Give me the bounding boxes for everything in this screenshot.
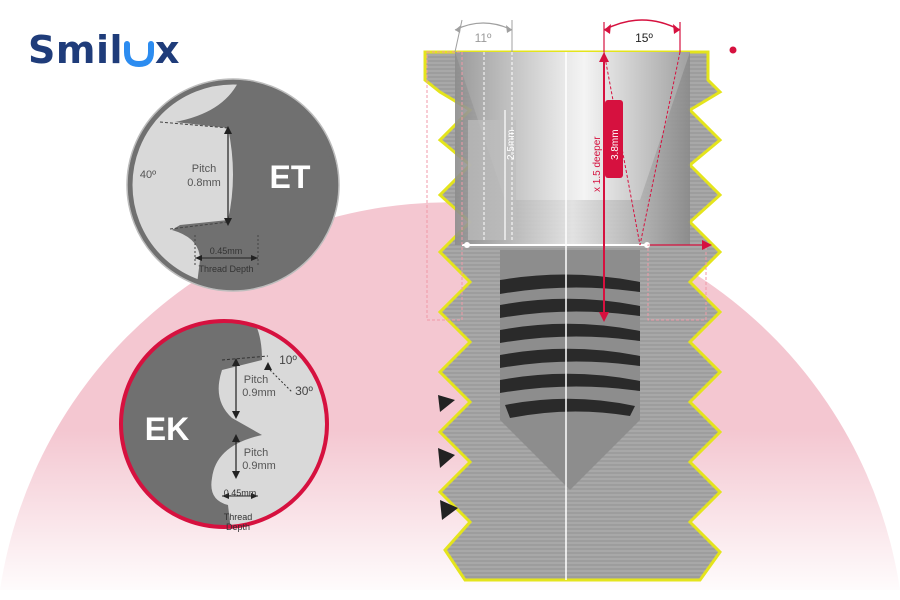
et-pitch-value: 0.8mm [187, 177, 221, 189]
smile-u-icon [124, 41, 155, 68]
brand-name-right: x [155, 28, 181, 72]
right-angle-annotation: 15º 3.8mm x 1.5 deeper [592, 19, 737, 322]
et-depth-value: 0.45mm [210, 246, 243, 256]
red-dot-marker [729, 46, 737, 54]
ek-pitch-label-2: Pitch [244, 447, 268, 459]
left-angle-annotation: 11º 2.5mm [454, 19, 517, 240]
ek-pitch-value-2: 0.9mm [242, 460, 276, 472]
left-angle-label: 11º [475, 31, 492, 45]
left-shoulder [468, 120, 516, 240]
et-detail-circle: ET 40º Pitch 0.8mm 0.45mm Thread Depth [126, 78, 340, 292]
right-depth-label: 3.8mm [610, 129, 621, 160]
left-depth-label: 2.5mm [506, 129, 517, 160]
et-pitch-label: Pitch [192, 163, 216, 175]
ek-angle-side: 30º [295, 384, 313, 398]
ek-depth-value: 0.45mm [224, 488, 257, 498]
et-depth-label: Thread Depth [198, 264, 253, 274]
ek-title: EK [145, 411, 189, 447]
ek-thread-profile [211, 321, 327, 527]
et-title: ET [270, 159, 311, 195]
ek-depth-label-1: Thread [224, 512, 253, 522]
right-angle-label: 15º [635, 31, 653, 45]
right-note-label: x 1.5 deeper [592, 136, 603, 192]
ek-angle-top: 10º [279, 353, 297, 367]
ek-pitch-label-1: Pitch [244, 374, 268, 386]
brand-logo: Smil x [28, 26, 180, 74]
implant-cross-section [423, 50, 723, 582]
ek-pitch-value-1: 0.9mm [242, 387, 276, 399]
brand-name-left: Smil [28, 28, 124, 72]
ek-detail-circle: EK 10º 30º Pitch 0.9mm Pitch 0.9mm 0.45m… [119, 319, 329, 532]
ek-depth-label-2: Depth [226, 522, 250, 532]
et-angle: 40º [140, 169, 156, 181]
